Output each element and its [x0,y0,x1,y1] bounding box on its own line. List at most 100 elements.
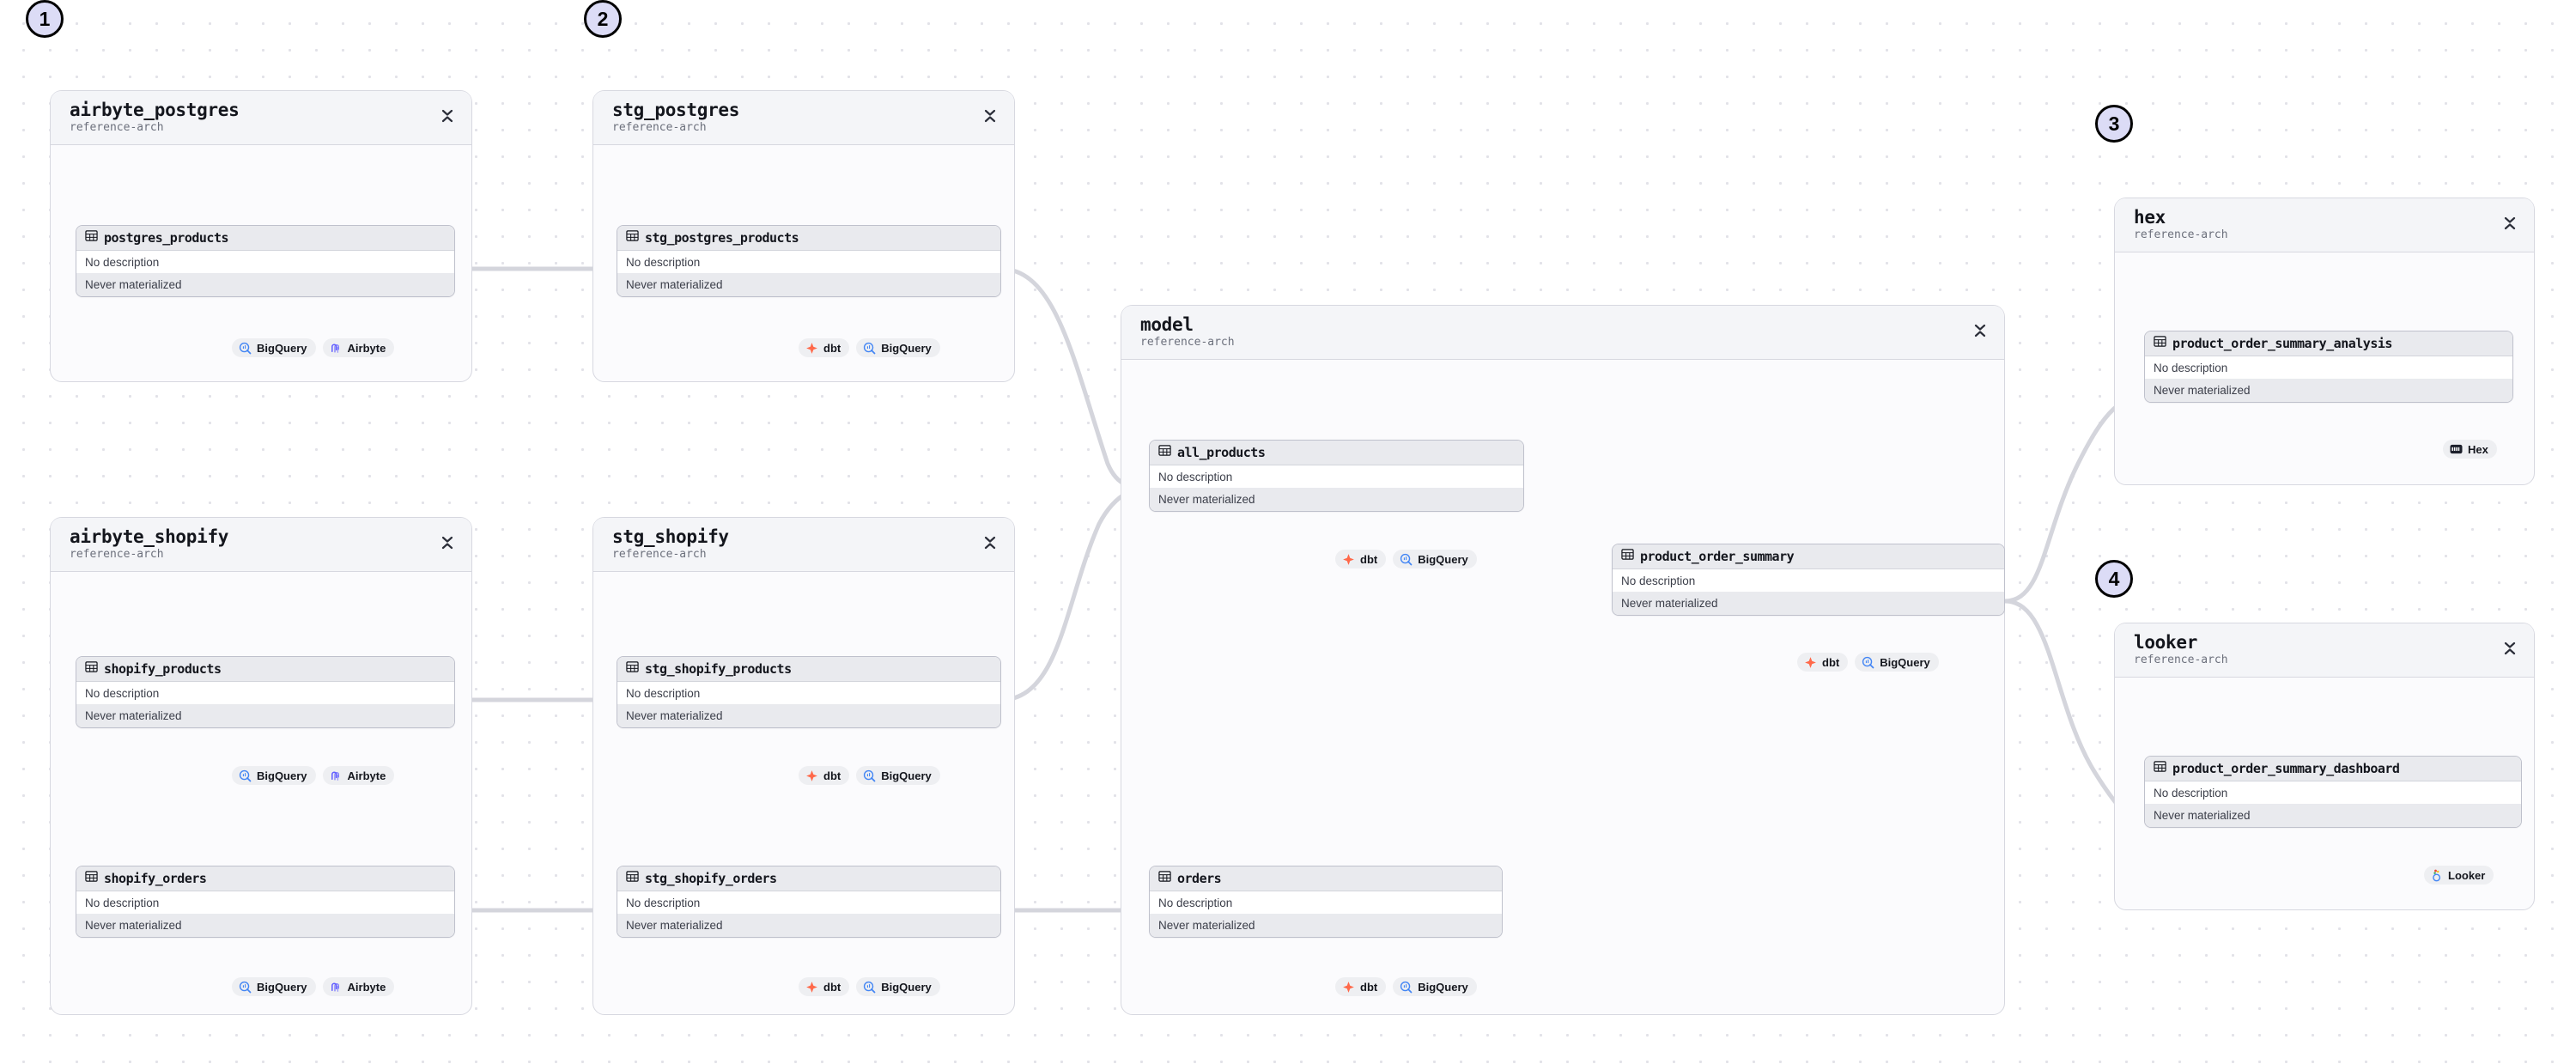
group-header[interactable]: airbyte_shopify reference-arch [51,518,471,572]
tag-airbyte[interactable]: Airbyte [322,977,395,996]
group-title: airbyte_shopify [70,526,229,547]
tag-label: BigQuery [881,769,932,782]
asset-node-header: stg_shopify_products [617,657,1000,682]
bigquery-icon [863,342,876,355]
collapse-chevrons-icon[interactable] [2503,641,2517,656]
group-header[interactable]: stg_shopify reference-arch [593,518,1014,572]
group-subtitle: reference-arch [70,548,164,561]
asset-node-shopify-products[interactable]: shopify_products No description Never ma… [76,656,455,728]
asset-description: No description [76,251,454,273]
tag-label: dbt [823,341,841,355]
bigquery-icon [1862,656,1874,669]
tag-label: dbt [1822,655,1840,669]
asset-materialization: Never materialized [2145,379,2512,402]
asset-materialization: Never materialized [617,914,1000,937]
tag-bigquery[interactable]: BigQuery [1855,653,1939,672]
group-title: stg_postgres [612,100,740,120]
asset-description: No description [1613,569,2004,592]
tag-dbt[interactable]: dbt [799,338,850,357]
collapse-chevrons-icon[interactable] [983,108,997,124]
asset-node-stg-shopify-orders[interactable]: stg_shopify_orders No description Never … [617,866,1001,938]
table-grid-icon [626,870,639,887]
asset-node-product-order-summary-dashboard[interactable]: product_order_summary_dashboard No descr… [2144,756,2522,828]
asset-node-all-products[interactable]: all_products No description Never materi… [1149,440,1524,512]
tag-bigquery[interactable]: BigQuery [232,766,316,785]
tag-bigquery[interactable]: BigQuery [1393,550,1477,568]
asset-node-stg-postgres-products[interactable]: stg_postgres_products No description Nev… [617,225,1001,297]
asset-node-stg-shopify-products[interactable]: stg_shopify_products No description Neve… [617,656,1001,728]
tag-bigquery[interactable]: BigQuery [856,338,940,357]
asset-materialization: Never materialized [1613,592,2004,615]
dbt-icon [1804,656,1817,669]
asset-name: stg_postgres_products [645,230,799,246]
tag-bigquery[interactable]: BigQuery [232,977,316,996]
asset-node-orders[interactable]: orders No description Never materialized [1149,866,1503,938]
tag-bigquery[interactable]: BigQuery [1393,977,1477,996]
asset-name: shopify_orders [104,871,207,886]
bigquery-icon [863,769,876,782]
airbyte-icon [330,981,343,994]
collapse-chevrons-icon[interactable] [2503,216,2517,231]
group-title: airbyte_postgres [70,100,240,120]
tag-dbt[interactable]: dbt [799,977,850,996]
integration-tags: dbt BigQuery [799,766,940,785]
dbt-icon [805,342,818,355]
group-header[interactable]: airbyte_postgres reference-arch [51,91,471,145]
collapse-chevrons-icon[interactable] [983,535,997,550]
tag-airbyte[interactable]: Airbyte [322,766,395,785]
tag-label: BigQuery [1880,655,1930,669]
tag-dbt[interactable]: dbt [1335,550,1387,568]
group-title: model [1140,314,1194,335]
asset-name: product_order_summary_dashboard [2172,761,2400,776]
asset-node-header: shopify_orders [76,866,454,891]
tag-dbt[interactable]: dbt [799,766,850,785]
tag-looker[interactable]: Looker [2424,866,2494,885]
tag-bigquery[interactable]: BigQuery [856,766,940,785]
collapse-chevrons-icon[interactable] [1973,323,1987,338]
group-body [51,572,471,1014]
asset-description: No description [617,682,1000,704]
group-subtitle: reference-arch [2134,654,2228,666]
asset-node-product-order-summary-analysis[interactable]: product_order_summary_analysis No descri… [2144,331,2513,403]
tag-dbt[interactable]: dbt [1335,977,1387,996]
tag-hex[interactable]: Hex [2443,440,2497,459]
tag-label: BigQuery [257,980,307,994]
integration-tags: Hex [2443,440,2497,459]
asset-node-header: stg_postgres_products [617,226,1000,251]
tag-bigquery[interactable]: BigQuery [232,338,316,357]
asset-node-postgres-products[interactable]: postgres_products No description Never m… [76,225,455,297]
collapse-chevrons-icon[interactable] [440,535,454,550]
asset-node-product-order-summary[interactable]: product_order_summary No description Nev… [1612,544,2005,616]
asset-node-shopify-orders[interactable]: shopify_orders No description Never mate… [76,866,455,938]
tag-label: BigQuery [1418,552,1468,566]
tag-label: BigQuery [257,341,307,355]
integration-tags: dbt BigQuery [799,977,940,996]
group-header[interactable]: stg_postgres reference-arch [593,91,1014,145]
tag-airbyte[interactable]: Airbyte [322,338,395,357]
group-title: hex [2134,207,2166,228]
hex-icon [2450,443,2463,455]
asset-materialization: Never materialized [76,273,454,296]
group-header[interactable]: hex reference-arch [2115,198,2534,252]
asset-node-header: product_order_summary_dashboard [2145,757,2521,781]
tag-bigquery[interactable]: BigQuery [856,977,940,996]
asset-name: all_products [1177,445,1266,460]
asset-materialization: Never materialized [617,704,1000,727]
dbt-icon [805,769,818,782]
integration-tags: BigQuery Airbyte [232,766,395,785]
collapse-chevrons-icon[interactable] [440,108,454,124]
asset-materialization: Never materialized [2145,804,2521,827]
group-subtitle: reference-arch [1140,336,1235,349]
tag-dbt[interactable]: dbt [1797,653,1849,672]
table-grid-icon [626,660,639,678]
group-header[interactable]: model reference-arch [1121,306,2004,360]
asset-description: No description [76,891,454,914]
asset-description: No description [1150,891,1502,914]
group-header[interactable]: looker reference-arch [2115,623,2534,678]
asset-name: stg_shopify_orders [645,871,777,886]
asset-name: shopify_products [104,661,222,677]
asset-materialization: Never materialized [76,914,454,937]
integration-tags: dbt BigQuery [1335,550,1477,568]
tag-label: BigQuery [257,769,307,782]
